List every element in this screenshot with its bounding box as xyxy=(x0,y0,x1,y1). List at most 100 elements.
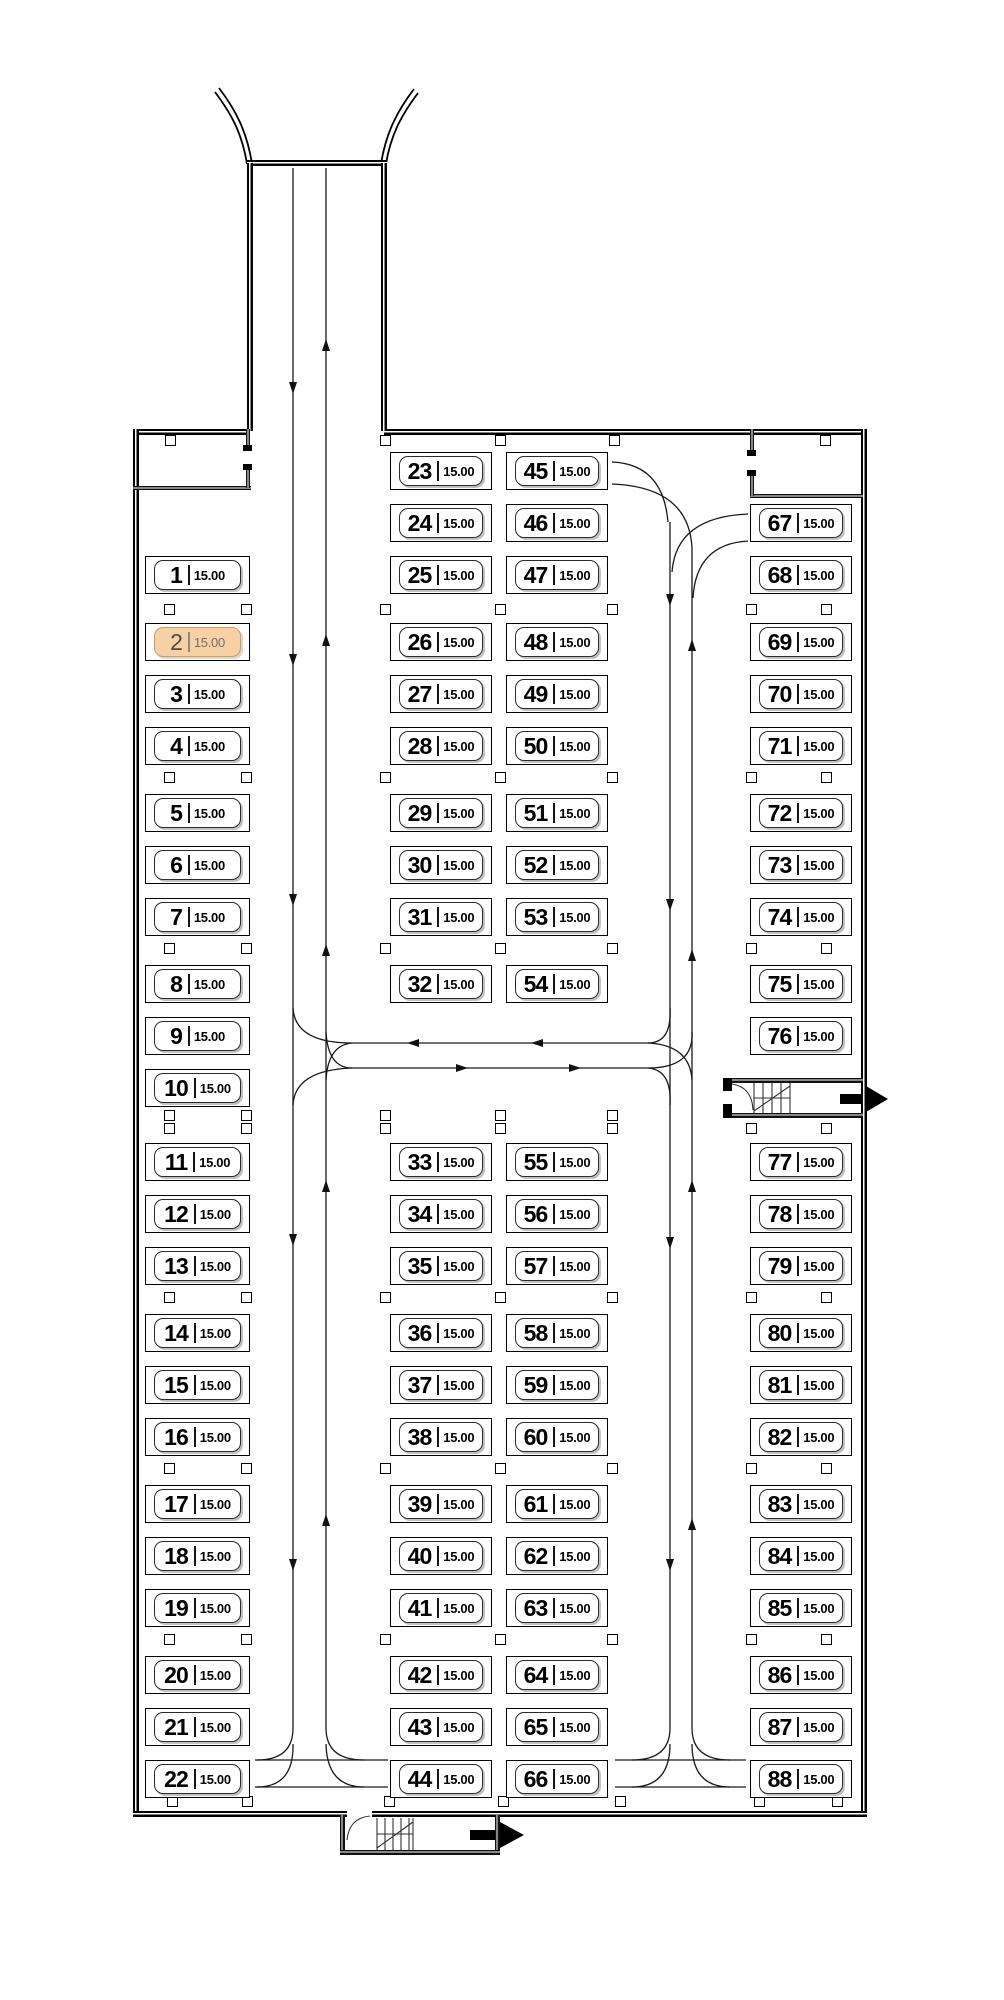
column-marker xyxy=(607,1292,618,1303)
separator-bar xyxy=(797,1598,800,1618)
space-number: 7 xyxy=(170,903,183,930)
separator-bar xyxy=(553,461,556,481)
space-number: 61 xyxy=(523,1490,549,1517)
column-marker xyxy=(746,1634,757,1645)
wall-stub xyxy=(747,450,756,456)
space-area: 15.00 xyxy=(803,634,835,650)
